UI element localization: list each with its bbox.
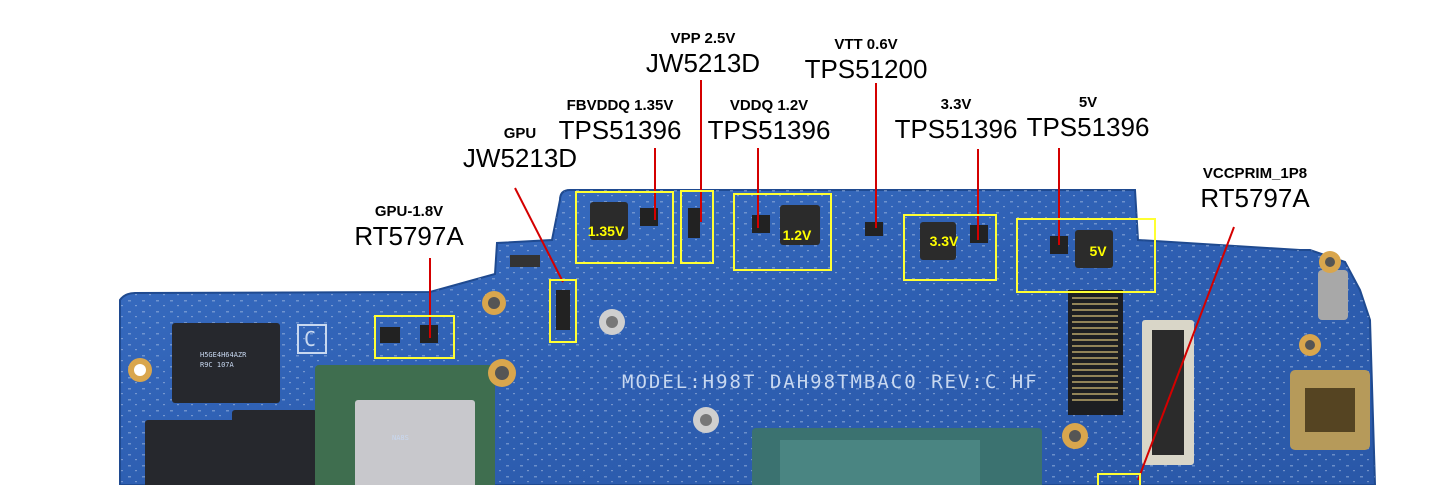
highlight-box-vpp [680,190,714,264]
label-part: RT5797A [354,221,464,251]
label-voltage: VPP 2.5V [670,30,736,47]
hdmi-port-opening [1305,388,1355,432]
label-voltage: FBVDDQ 1.35V [566,97,674,114]
label-vpp: VPP 2.5V JW5213D [646,30,760,78]
highlight-box-gpu [549,279,577,343]
voltage-tag-v5: 5V [1089,243,1107,259]
highlight-box-gpu18 [374,315,455,359]
fpc-connector-slot [1152,330,1184,455]
label-part: JW5213D [462,143,578,173]
svg-text:H5GE4H64AZR: H5GE4H64AZR [200,351,247,359]
label-gpu: GPU JW5213D [463,125,577,173]
label-vccprim: VCCPRIM_1P8 RT5797A [1200,165,1309,213]
label-v5: 5V TPS51396 [1027,94,1150,142]
highlight-box-v5 [1016,218,1156,293]
label-voltage: VCCPRIM_1P8 [1202,165,1308,182]
label-fbvddq: FBVDDQ 1.35V TPS51396 [559,97,682,145]
highlight-box-v33 [903,214,997,281]
vram-chip [172,323,280,403]
label-vtt: VTT 0.6V TPS51200 [805,36,928,84]
label-gpu18: GPU-1.8V RT5797A [354,203,463,251]
label-part: TPS51396 [894,114,1018,144]
mounting-holes [128,251,1341,449]
label-part: RT5797A [1200,183,1310,213]
leader-line-vccprim [1137,226,1235,481]
highlight-box-vddq [733,193,832,271]
vram-chip [232,410,317,490]
label-voltage: 5V [1078,94,1098,111]
voltage-tag-vddq: 1.2V [783,227,812,243]
label-part: TPS51396 [1026,112,1150,142]
svg-text:R9C 107A: R9C 107A [200,361,235,369]
m2-pins [1072,297,1118,401]
label-voltage: GPU [503,125,537,142]
voltage-tag-v33: 3.3V [930,233,959,249]
label-part: JW5213D [645,48,761,78]
label-part: TPS51200 [804,54,928,84]
leader-lines [429,80,1235,481]
highlight-box-vccprim [1097,473,1141,490]
svg-text:C: C [304,327,316,351]
usb-c-port [1318,270,1348,320]
silkscreen-model: MODEL:H98T DAH98TMBAC0 REV:C HF [622,371,1039,393]
c-marking [297,324,327,354]
label-v33: 3.3V TPS51396 [895,96,1018,144]
vram-chip [145,420,237,490]
label-part: TPS51396 [558,115,682,145]
voltage-tags: 1.35V 1.2V 3.3V 5V [588,223,1108,259]
svg-text:NA8S: NA8S [392,434,409,442]
label-part: TPS51396 [707,115,831,145]
label-vddq: VDDQ 1.2V TPS51396 [708,97,831,145]
label-voltage: 3.3V [940,96,972,113]
voltage-tag-fbvddq: 1.35V [588,223,625,239]
highlight-box-fbvddq [575,191,674,264]
cpu-die [780,440,980,485]
highlight-boxes [374,190,1156,490]
label-voltage: VDDQ 1.2V [729,97,809,114]
label-voltage: GPU-1.8V [374,203,444,220]
leader-line-gpu [514,187,564,283]
label-voltage: VTT 0.6V [834,36,898,53]
gpu-die [355,400,475,490]
